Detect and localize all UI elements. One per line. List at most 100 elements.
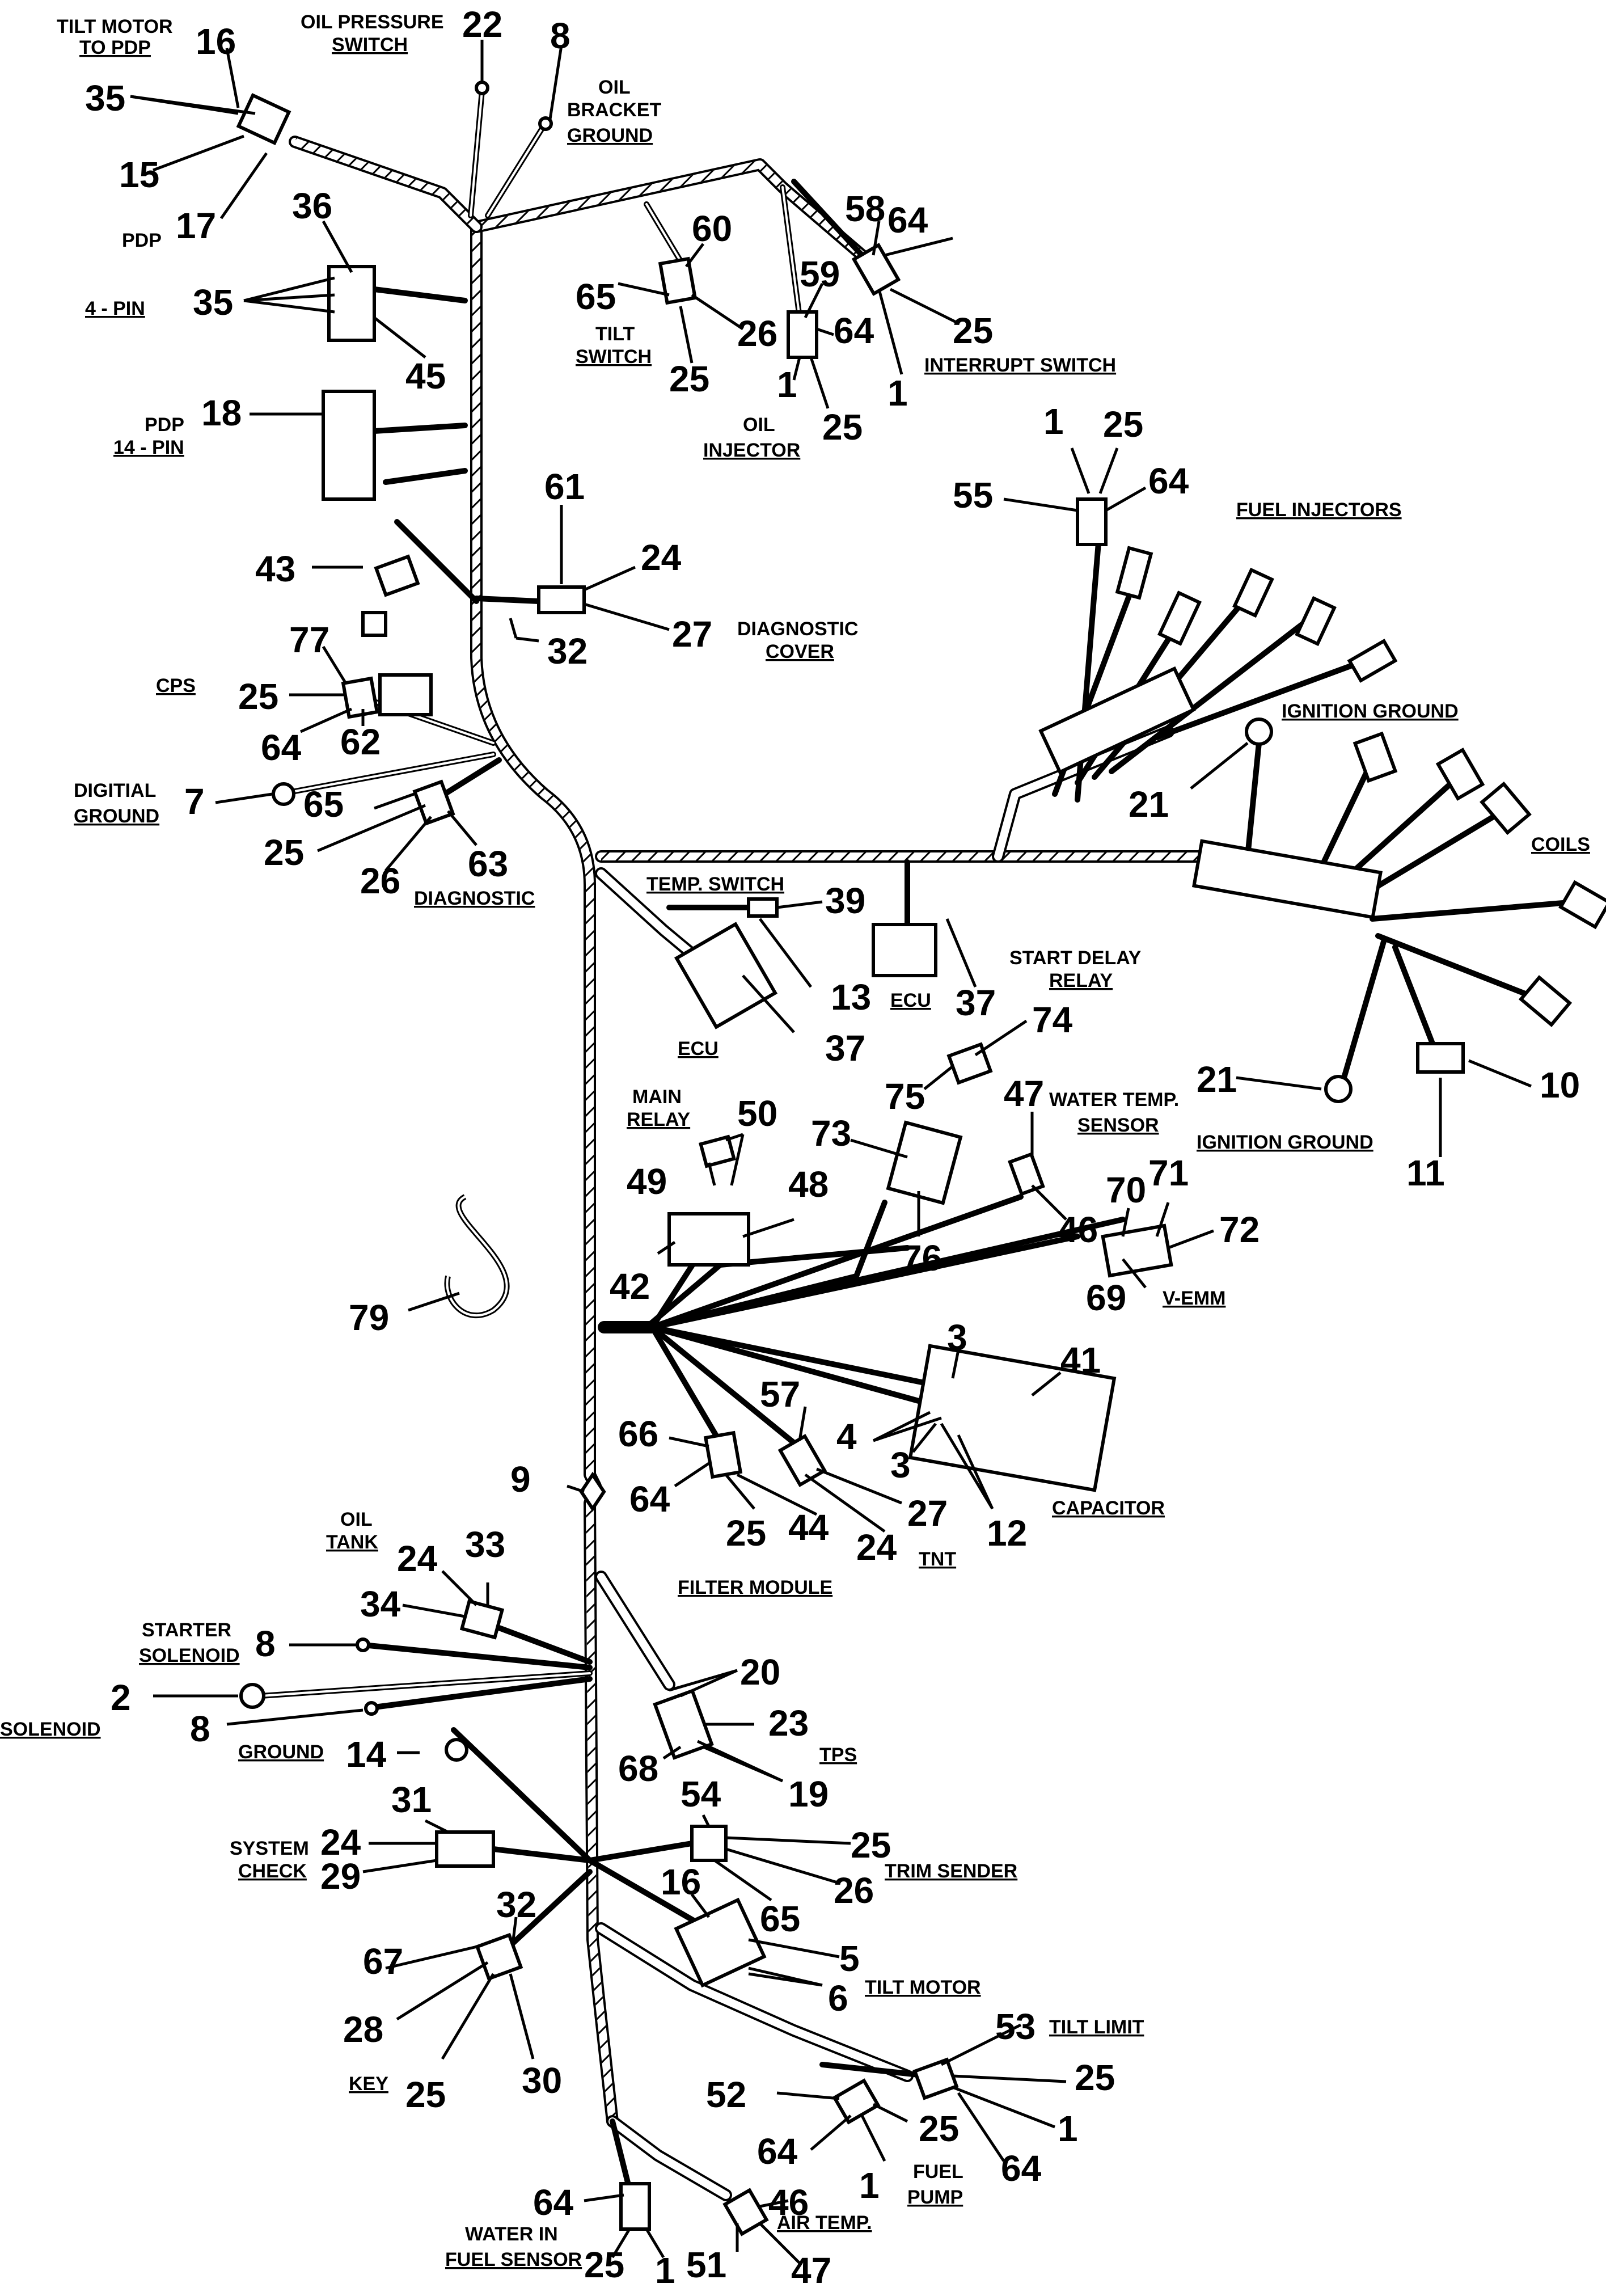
component-labels: TILT MOTOR TO PDP OIL PRESSURE SWITCH OI… xyxy=(0,11,1590,2270)
callout-54: 54 xyxy=(681,1774,721,1814)
callout-44: 44 xyxy=(788,1507,829,1548)
label-oil-bracket-3: GROUND xyxy=(567,125,653,146)
label-vemm: V-EMM xyxy=(1163,1288,1225,1309)
callout-27-diag: 27 xyxy=(672,614,712,655)
callout-77: 77 xyxy=(289,619,329,660)
system-check-connector xyxy=(435,1830,495,1868)
callout-75: 75 xyxy=(885,1076,925,1117)
callout-numbers: 16 35 15 17 22 8 36 35 45 60 65 26 25 58… xyxy=(85,4,1580,2291)
water-in-fuel-connector xyxy=(619,2182,651,2231)
callout-32-key: 32 xyxy=(496,1884,536,1925)
label-tilt-switch-2: SWITCH xyxy=(576,346,652,368)
callout-71: 71 xyxy=(1148,1153,1189,1193)
callout-11: 11 xyxy=(1406,1153,1445,1193)
label-pdp4-2: 4 - PIN xyxy=(85,298,145,319)
callout-41: 41 xyxy=(1060,1340,1101,1381)
label-system-check-2: CHECK xyxy=(238,1860,307,1882)
trim-sender-connector xyxy=(690,1825,728,1862)
callout-76: 76 xyxy=(902,1238,942,1278)
callout-24-tnt: 24 xyxy=(856,1527,897,1568)
callout-23: 23 xyxy=(768,1703,809,1744)
callout-21-top: 21 xyxy=(1129,784,1169,825)
label-pdp4-1: PDP xyxy=(122,230,162,251)
callout-64-tl: 64 xyxy=(1001,2148,1042,2189)
callout-1-fp: 1 xyxy=(859,2165,880,2206)
label-oil-injector-2: INJECTOR xyxy=(703,440,800,461)
pdp-4-pin-connector xyxy=(327,265,376,342)
callout-25-tilt: 25 xyxy=(669,358,709,399)
callout-27-tnt: 27 xyxy=(907,1493,948,1534)
callout-16-top: 16 xyxy=(196,21,236,62)
label-tilt-motor-pdp-2: TO PDP xyxy=(79,37,151,58)
callout-16-tm: 16 xyxy=(661,1862,701,1902)
air-temp-connector xyxy=(722,2188,769,2236)
label-oil-bracket-2: BRACKET xyxy=(567,99,661,121)
main-relay-connector xyxy=(699,1134,736,1168)
callout-46-wt: 46 xyxy=(1058,1209,1098,1250)
label-ground: GROUND xyxy=(238,1741,324,1763)
callout-12: 12 xyxy=(987,1513,1027,1554)
callout-8-ss: 8 xyxy=(255,1623,276,1664)
oil-tank-connector xyxy=(459,1599,505,1640)
coil-3 xyxy=(1480,781,1532,835)
label-filter-module: FILTER MODULE xyxy=(678,1577,832,1598)
diagnostic-cover-connector xyxy=(537,585,586,614)
callout-30: 30 xyxy=(522,2060,562,2101)
label-ignition-ground-top: IGNITION GROUND xyxy=(1282,700,1459,722)
label-tilt-motor: TILT MOTOR xyxy=(865,1977,981,1998)
callout-1-tl: 1 xyxy=(1058,2108,1078,2149)
ecu-small-connector xyxy=(872,923,937,977)
callout-18: 18 xyxy=(201,392,242,433)
label-diagnostic-cover-2: COVER xyxy=(766,641,834,662)
callout-13: 13 xyxy=(831,977,871,1018)
label-solenoid: SOLENOID xyxy=(0,1719,101,1740)
label-diagnostic: DIAGNOSTIC xyxy=(414,888,535,909)
callout-64-tnt: 64 xyxy=(629,1479,670,1520)
callout-1-fi: 1 xyxy=(1043,401,1064,442)
callout-25-cps: 25 xyxy=(238,676,278,717)
label-starter-solenoid-2: SOLENOID xyxy=(139,1645,240,1666)
callout-50: 50 xyxy=(737,1093,777,1134)
callout-2: 2 xyxy=(111,1677,131,1718)
cap-43 xyxy=(361,611,387,637)
callout-31: 31 xyxy=(391,1779,432,1820)
cable-tie-79 xyxy=(444,1194,510,1319)
callout-43: 43 xyxy=(255,548,295,589)
label-start-delay-1: START DELAY xyxy=(1009,947,1142,969)
label-diagnostic-cover-1: DIAGNOSTIC xyxy=(737,618,858,640)
callout-52: 52 xyxy=(706,2074,746,2115)
callout-15: 15 xyxy=(119,154,159,195)
temp-switch-connector xyxy=(747,897,779,918)
label-oil-injector-1: OIL xyxy=(743,414,775,436)
callout-79: 79 xyxy=(349,1297,389,1338)
callout-42: 42 xyxy=(610,1266,650,1307)
callout-20: 20 xyxy=(740,1652,780,1693)
label-fuel-injectors: FUEL INJECTORS xyxy=(1236,499,1402,521)
callout-6: 6 xyxy=(828,1978,848,2019)
callout-21-bot: 21 xyxy=(1197,1059,1237,1100)
callout-51: 51 xyxy=(686,2244,726,2285)
label-tilt-motor-pdp-1: TILT MOTOR xyxy=(57,16,173,37)
starter-terminal-8a xyxy=(356,1637,370,1652)
label-tilt-limit: TILT LIMIT xyxy=(1049,2016,1144,2038)
callout-60: 60 xyxy=(692,208,732,249)
connectors xyxy=(236,81,1606,2236)
callout-25-key: 25 xyxy=(405,2074,446,2115)
callout-9: 9 xyxy=(510,1459,531,1500)
callout-8-top: 8 xyxy=(550,15,570,56)
callout-64-fp: 64 xyxy=(757,2131,798,2172)
callout-1-int: 1 xyxy=(887,373,908,413)
oil-pressure-terminal xyxy=(475,81,489,95)
callout-63: 63 xyxy=(468,843,508,884)
callout-19: 19 xyxy=(788,1774,829,1814)
oil-injector-connector xyxy=(787,310,818,359)
label-fuel-pump-2: PUMP xyxy=(907,2187,963,2208)
callout-53: 53 xyxy=(995,2006,1036,2047)
callout-65-dg: 65 xyxy=(303,784,344,825)
tnt-connector-a xyxy=(703,1430,743,1479)
callout-26-tilt: 26 xyxy=(737,313,777,354)
callout-7: 7 xyxy=(184,781,205,822)
callout-37-a: 37 xyxy=(956,982,996,1023)
leader-lines xyxy=(130,40,1532,2264)
fuel-injector-5 xyxy=(1347,639,1398,683)
